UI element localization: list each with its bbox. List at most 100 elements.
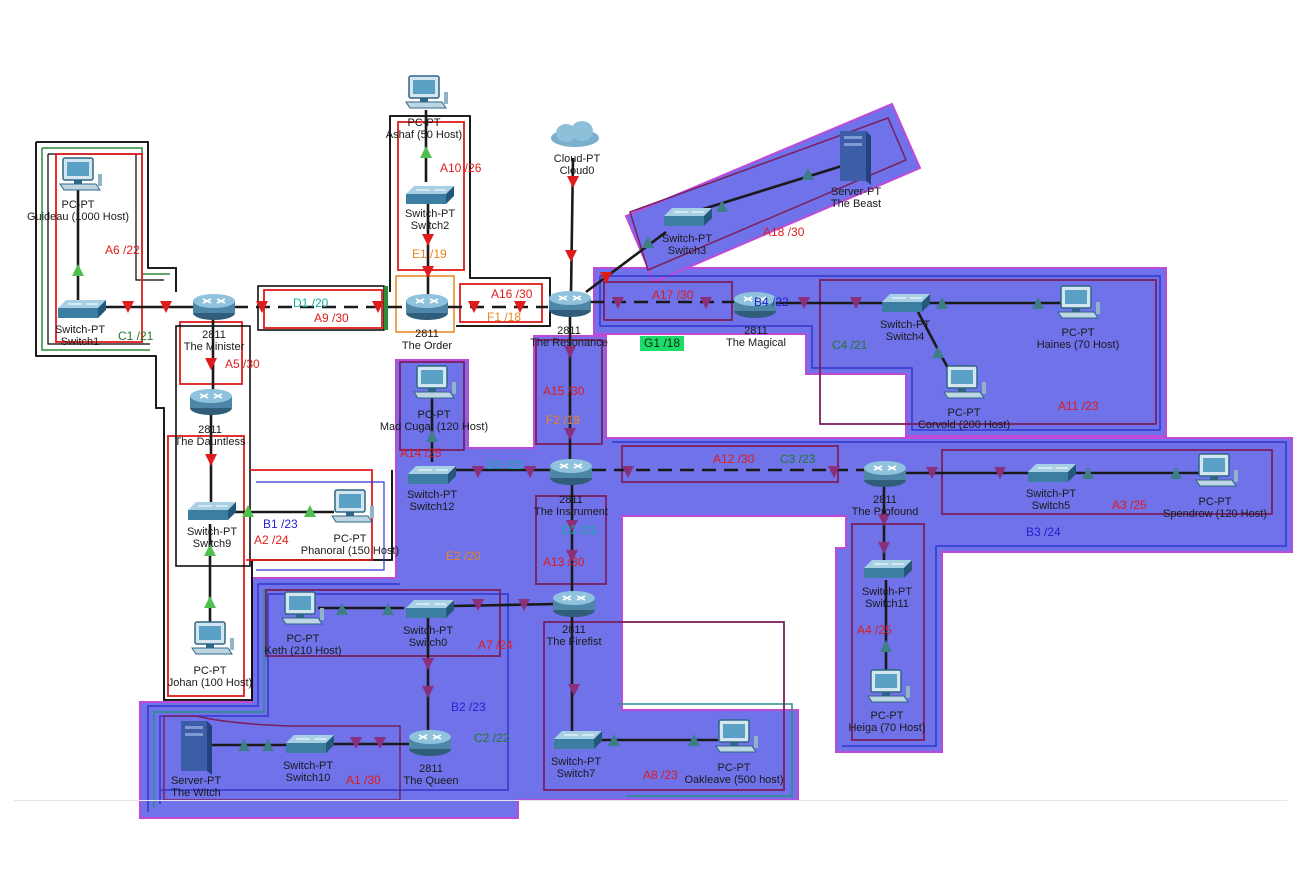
subnet-label-c4: C4 /21	[832, 338, 868, 352]
port-marker-33	[472, 466, 484, 478]
port-marker-4	[256, 301, 268, 313]
router-icon	[549, 458, 593, 486]
switch-icon	[553, 730, 603, 750]
port-marker-15	[242, 505, 254, 517]
subnet-label-a4: A4 /25	[857, 623, 892, 637]
subnet-label-a8: A8 /23	[643, 768, 678, 782]
subnet-label-a2: A2 /24	[254, 533, 289, 547]
subnet-label-a15: A15 /30	[543, 384, 585, 398]
router-icon	[548, 290, 592, 318]
box-b1-inner	[256, 481, 385, 571]
port-marker-26	[932, 346, 944, 358]
port-marker-32	[426, 430, 438, 442]
port-marker-49	[518, 599, 530, 611]
router-icon	[863, 460, 907, 488]
subnet-label-a3: A3 /25	[1112, 498, 1147, 512]
subnet-label-f1: F1 /18	[487, 310, 522, 324]
port-marker-31	[564, 428, 576, 440]
zone-outline-b3	[612, 441, 1287, 747]
router-icon	[552, 590, 596, 618]
switch-icon	[187, 501, 237, 521]
zone-outline-c2	[618, 703, 793, 797]
port-marker-37	[926, 467, 938, 479]
port-marker-17	[567, 176, 579, 188]
subnet-label-b3: B3 /24	[1026, 525, 1061, 539]
port-marker-6	[468, 301, 480, 313]
port-marker-53	[608, 734, 620, 746]
port-marker-47	[382, 603, 394, 615]
subnet-label-c3: C3 /23	[780, 452, 816, 466]
port-marker-42	[878, 542, 890, 554]
port-marker-14	[204, 596, 216, 608]
port-marker-43	[880, 640, 892, 652]
port-marker-10	[422, 266, 434, 278]
port-marker-30	[564, 346, 576, 358]
pc-icon	[191, 621, 235, 655]
port-marker-29	[802, 168, 814, 180]
zone-outline-b4	[599, 275, 1161, 431]
box-a4	[851, 523, 925, 741]
subnet-label-d3: D3 /22	[487, 458, 523, 472]
port-marker-2	[122, 301, 134, 313]
router-icon	[189, 388, 233, 416]
port-marker-23	[850, 297, 862, 309]
link-switch3-beast	[699, 164, 843, 212]
subnet-label-a11: A11 /23	[1058, 399, 1099, 413]
port-marker-1	[72, 264, 84, 276]
switch-icon	[405, 185, 455, 205]
switch-icon	[285, 734, 335, 754]
box-d1-green	[384, 286, 388, 330]
subnet-label-a13: A13 /30	[543, 555, 585, 569]
box-a3	[941, 449, 1273, 515]
port-marker-41	[878, 514, 890, 526]
box-a7	[265, 589, 501, 657]
port-marker-36	[828, 466, 840, 478]
switch-icon	[1027, 463, 1077, 483]
port-marker-13	[204, 544, 216, 556]
port-marker-18	[565, 250, 577, 262]
port-marker-51	[422, 686, 434, 698]
subnet-label-d1: D1 /20	[293, 296, 329, 310]
port-marker-39	[1082, 467, 1094, 479]
port-marker-24	[936, 297, 948, 309]
switch-icon	[881, 293, 931, 313]
port-marker-3	[160, 301, 172, 313]
port-marker-11	[205, 358, 217, 370]
port-marker-55	[238, 739, 250, 751]
port-marker-35	[622, 466, 634, 478]
port-marker-27	[642, 236, 654, 248]
port-marker-20	[612, 297, 624, 309]
subnet-box-layer	[35, 115, 1273, 801]
box-a8	[543, 621, 785, 791]
outline-c1-inner-2	[47, 154, 150, 345]
box-a6	[55, 153, 143, 343]
subnet-label-a10: A10 /26	[440, 161, 482, 175]
port-marker-28	[716, 200, 728, 212]
link-switch4-corvold	[916, 311, 952, 373]
router-icon	[405, 293, 449, 321]
port-marker-52	[568, 684, 580, 696]
port-marker-8	[420, 146, 432, 158]
subnet-label-f2: F2 /19	[546, 413, 581, 427]
port-marker-40	[1170, 467, 1182, 479]
port-marker-19	[600, 272, 612, 284]
box-a16	[459, 283, 543, 323]
port-marker-44	[566, 520, 578, 532]
switch-icon	[663, 207, 713, 227]
